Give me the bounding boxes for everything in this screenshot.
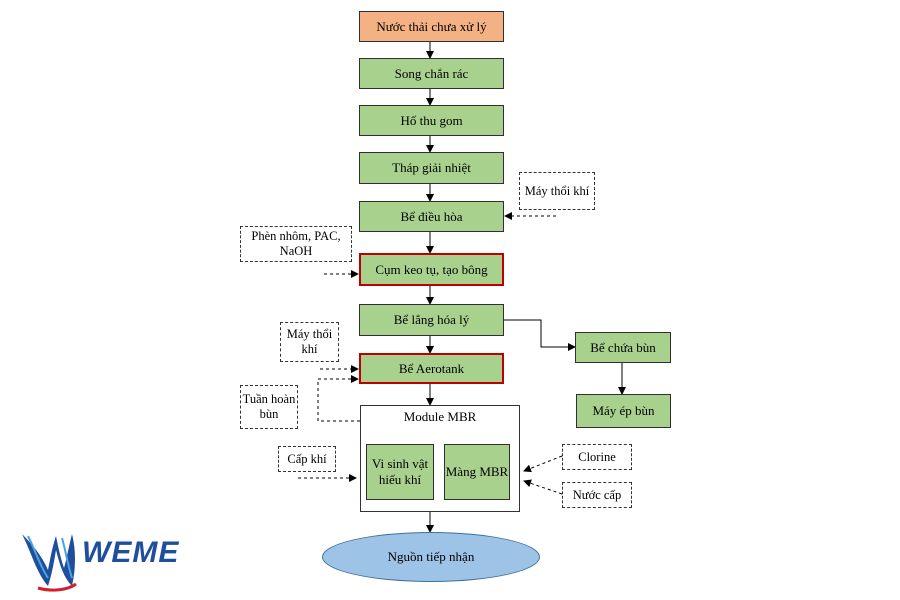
node-aerotank: Bể Aerotank [359, 353, 504, 384]
node-sludge-tank: Bể chứa bùn [575, 332, 671, 363]
input-chemicals: Phèn nhôm, PAC, NaOH [240, 226, 352, 262]
arrow-lang-to-bechuabun [502, 319, 576, 351]
mbr-module-title: Module MBR [403, 409, 477, 424]
node-coagulation-flocculation: Cụm keo tụ, tạo bông [359, 253, 504, 286]
node-aerobic-microbes: Vi sinh vật hiếu khí [366, 444, 434, 500]
node-mbr-membrane: Màng MBR [444, 444, 510, 500]
input-blower-1: Máy thổi khí [519, 172, 595, 210]
arrow-water-to-module [523, 479, 563, 495]
node-collection-pit: Hố thu gom [359, 105, 504, 136]
input-blower-2: Máy thổi khí [280, 322, 339, 362]
arrow-chlorine-to-module [523, 455, 563, 473]
weme-logo-text: WEME [82, 536, 180, 569]
node-untreated-wastewater: Nước thải chưa xử lý [359, 11, 504, 42]
node-bar-screen: Song chắn rác [359, 58, 504, 89]
input-chlorine: Clorine [562, 444, 632, 470]
weme-logo-icon [22, 534, 77, 592]
node-sludge-press: Máy ép bùn [576, 394, 671, 428]
node-receiving-source: Nguồn tiếp nhận [322, 532, 540, 582]
arrow-sludge-return [317, 375, 360, 422]
input-water-supply: Nước cấp [562, 482, 632, 508]
input-air-supply: Cấp khí [278, 446, 336, 472]
node-cooling-tower: Tháp giải nhiệt [359, 152, 504, 184]
input-sludge-return: Tuần hoàn bùn [240, 385, 298, 429]
node-equalization-tank: Bể điều hòa [359, 201, 504, 232]
node-chemical-settling-tank: Bể lắng hóa lý [359, 304, 504, 336]
